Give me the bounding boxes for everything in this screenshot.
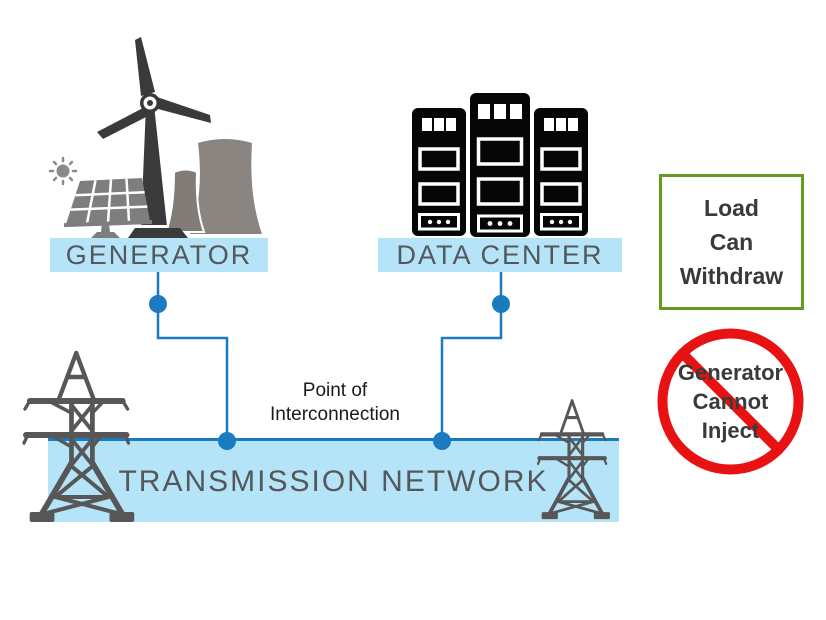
- server-rack-icon: [470, 93, 530, 237]
- prohibition-text: Generator Cannot Inject: [653, 324, 808, 479]
- data-center-connector-line: [440, 272, 503, 441]
- server-rack-icon: [534, 108, 588, 236]
- load-box-line-3: Withdraw: [679, 263, 784, 289]
- data-center-label: DATA CENTER: [396, 239, 604, 270]
- server-rack-icon: [412, 108, 466, 236]
- load-box-line-1: Load: [704, 195, 759, 221]
- cooling-towers-icon: [164, 139, 262, 234]
- connection-node-dot: [492, 295, 510, 313]
- generator-cannot-inject-sign: Generator Cannot Inject: [653, 324, 808, 479]
- load-box-line-2: Can: [709, 229, 754, 255]
- generator-label: GENERATOR: [65, 239, 253, 270]
- connection-node-dot: [149, 295, 167, 313]
- prohibition-circle-icon: [657, 328, 804, 475]
- point-of-interconnection-label: Point of Interconnection: [228, 379, 442, 427]
- prohibition-line-2: Cannot: [692, 389, 769, 414]
- generator-icon: [48, 37, 262, 238]
- sun-icon: [48, 156, 78, 186]
- generator-banner: GENERATOR: [50, 238, 268, 272]
- poi-line-1: Point of: [302, 380, 368, 401]
- data-center-banner: DATA CENTER: [378, 238, 622, 272]
- wind-turbine-icon: [97, 37, 211, 238]
- prohibition-line-3: Inject: [701, 418, 760, 443]
- load-can-withdraw-box: Load Can Withdraw: [659, 174, 804, 310]
- prohibition-line-1: Generator: [677, 360, 784, 385]
- data-center-icon: [412, 93, 588, 237]
- transmission-network-band: TRANSMISSION NETWORK: [48, 438, 619, 522]
- generator-connector-line: [156, 272, 229, 441]
- poi-line-2: Interconnection: [270, 404, 400, 425]
- transmission-network-label: TRANSMISSION NETWORK: [118, 464, 549, 498]
- solar-panel-icon: [63, 178, 153, 238]
